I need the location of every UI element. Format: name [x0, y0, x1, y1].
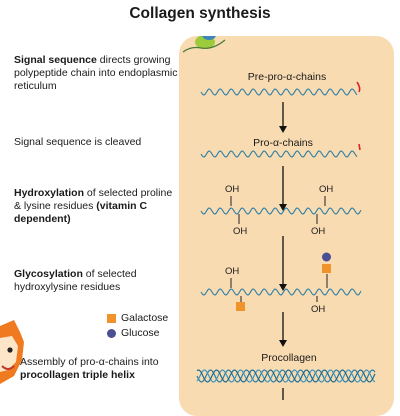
step-hydroxylation: Hydroxylation of selected proline & lysi… — [14, 187, 174, 226]
galactose-square-icon — [107, 313, 116, 323]
step-text: directs growing polypeptide chain into e… — [14, 54, 178, 92]
arrow-down-icon — [279, 126, 287, 133]
step-keyword: Glycosylation — [14, 268, 83, 280]
cleaved-signal-icon — [358, 143, 361, 151]
label-pre-pro-chains: Pre-pro-α-chains — [248, 71, 326, 83]
oh-label: OH — [225, 266, 239, 277]
label-procollagen: Procollagen — [261, 352, 317, 364]
step-text: of selected hydroxylysine residues — [14, 268, 137, 293]
step-keyword: Signal sequence — [14, 54, 97, 66]
chain-glycosylated — [200, 288, 362, 296]
ribosome-icon — [182, 36, 226, 53]
legend-label: Galactose — [121, 312, 169, 324]
hydroxyl-groups: OH OH OH OH — [225, 184, 333, 237]
synthesis-panel: Pre-pro-α-chains Pro-α-chains Procollage… — [179, 36, 394, 416]
legend-label: Glucose — [121, 327, 160, 339]
chain-hydroxylated — [200, 207, 362, 215]
step-signal-sequence: Signal sequence directs growing polypept… — [14, 54, 189, 93]
galactose-icon — [322, 264, 331, 273]
oh-label: OH — [233, 226, 247, 237]
mascot-icon — [0, 320, 24, 384]
step-assembly: Assembly of pro-α-chains into procollage… — [20, 356, 190, 382]
arrow-down-icon — [279, 340, 287, 347]
step-text: Signal sequence is cleaved — [14, 136, 142, 148]
arrow-down-icon — [279, 204, 287, 211]
step-cleave: Signal sequence is cleaved — [14, 136, 189, 149]
oh-label: OH — [311, 304, 325, 315]
signal-sequence-icon — [356, 81, 361, 93]
legend-glucose: Glucose — [107, 327, 160, 339]
oh-label: OH — [311, 226, 325, 237]
step-note: (vitamin C dependent) — [14, 200, 148, 225]
step-glycosylation: Glycosylation of selected hydroxylysine … — [14, 268, 164, 294]
galactose-icon — [236, 302, 245, 311]
glucose-icon — [322, 252, 331, 262]
step-keyword: procollagen triple helix — [20, 369, 135, 381]
procollagen-triple-helix — [196, 369, 376, 383]
arrow-down-icon — [279, 284, 287, 291]
glycosylation-groups: OH OH — [225, 252, 331, 315]
diagram-title: Collagen synthesis — [129, 5, 271, 22]
oh-label: OH — [225, 184, 239, 195]
chain-pro — [200, 150, 358, 158]
step-text: Assembly of pro-α-chains into — [20, 356, 159, 368]
step-keyword: Hydroxylation — [14, 187, 85, 199]
step-text: of selected proline & lysine residues — [14, 187, 173, 212]
oh-label: OH — [319, 184, 333, 195]
legend-galactose: Galactose — [107, 312, 168, 324]
label-pro-chains: Pro-α-chains — [253, 137, 313, 149]
glucose-circle-icon — [107, 328, 116, 338]
synthesis-diagram: Pre-pro-α-chains Pro-α-chains Procollage… — [182, 36, 376, 400]
chain-pre-pro — [200, 88, 358, 96]
